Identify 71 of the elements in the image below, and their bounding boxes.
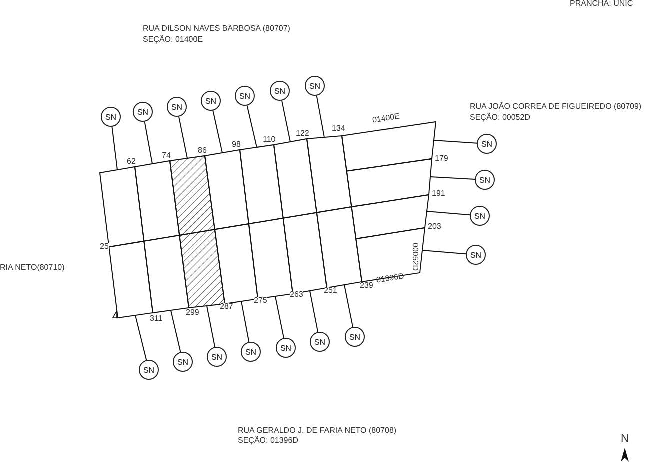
lot-number-circle: SN [235,86,255,106]
lot-parcel [346,158,433,208]
frontage-number: 122 [296,130,310,138]
lot-number-circle: SN [207,347,227,367]
lot-parcel [351,194,430,240]
section-code: 00052D [411,243,419,272]
lot-number-circle: SN [173,352,193,372]
lot-number-circle: SN [466,245,486,265]
section-code: SEÇÃO: 00052D [470,114,530,122]
frontage-number: 86 [198,147,207,155]
lot-number-circle: SN [241,342,261,362]
frontage-number: 179 [435,155,448,163]
frontage-number: 25 [100,243,109,251]
lot-parcel [99,166,145,248]
leader-line [434,140,478,144]
section-code: SEÇÃO: 01396D [238,437,298,445]
frontage-number: 299 [186,309,200,317]
leader-line [344,284,354,328]
leader-line [275,296,284,339]
street-name: RUA DILSON NAVES BARBOSA (80707) [143,25,290,33]
leader-line [212,110,223,154]
frontage-number: 287 [220,303,234,311]
frontage-number: 110 [263,136,276,144]
leader-line [135,315,148,361]
section-code: SEÇÃO: 01400E [143,36,204,44]
section-code: 01400E [372,112,400,125]
leader-line [426,211,471,216]
sheet-label: PRANCHA: UNIC [570,0,634,8]
lot-number-circle: SN [133,102,153,122]
leader-line [178,116,188,159]
lot-number-circle: SN [101,107,121,127]
leader-line [112,126,118,170]
leader-line [206,306,216,348]
street-name: RIA NETO(80710) [0,264,65,272]
hatched-lot-parcel [169,155,216,236]
frontage-number: 251 [324,287,338,295]
leader-line [170,310,182,353]
frontage-number: 134 [332,125,346,133]
lot-number-circle: SN [470,206,490,226]
frontage-number: 275 [254,297,268,305]
lot-number-circle: SN [305,76,325,96]
frontage-number: 62 [127,158,136,166]
lot-number-circle: SN [345,327,365,347]
leader-line [282,100,291,142]
frontage-number: 311 [150,315,163,323]
north-letter: N [621,434,629,445]
lot-number-circle: SN [139,360,159,380]
street-name: RUA GERALDO J. DE FARIA NETO (80708) [238,427,397,435]
lot-number-circle: SN [475,170,495,190]
frontage-number: 239 [360,282,374,290]
leader-line [241,301,250,343]
lot-number-circle: SN [310,332,330,352]
lot-number-circle: SN [270,81,290,101]
lot-number-circle: SN [201,91,221,111]
leader-line [310,290,319,333]
lot-number-circle: SN [477,134,497,154]
leader-line [246,105,258,148]
lot-parcel [356,227,426,283]
frontage-number: 191 [432,190,446,198]
frontage-number: 263 [290,291,304,299]
frontage-number: 74 [162,152,171,160]
street-name: RUA JOÃO CORREA DE FIGUEIREDO (80709) [470,103,642,111]
frontage-number: 203 [428,223,442,231]
leader-line [422,250,467,255]
leader-line [144,121,153,164]
section-code: 01396D [376,272,405,285]
leader-line [430,176,476,180]
lot-number-circle: SN [276,338,296,358]
frontage-number: 98 [232,141,241,149]
lot-number-circle: SN [167,97,187,117]
leader-line [316,95,325,138]
